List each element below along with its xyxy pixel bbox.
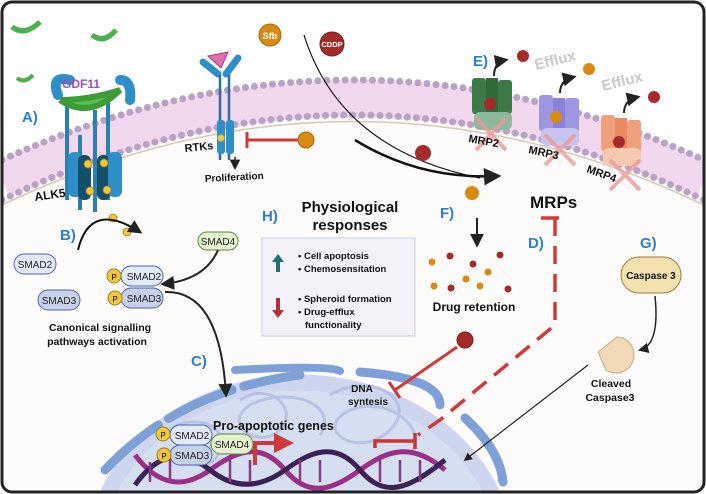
gdf11-label: GDF11 bbox=[62, 77, 100, 91]
nuclear-smad-complex: SMAD2 SMAD3 SMAD4 P P bbox=[155, 424, 254, 466]
panel-label-c: C) bbox=[191, 353, 207, 370]
mrp2-transporter bbox=[472, 54, 512, 152]
effluxed-cddp bbox=[517, 50, 529, 62]
smad4-binding-arrow bbox=[160, 249, 219, 290]
pro-apoptotic-genes-label: Pro-apoptotic genes bbox=[213, 419, 334, 433]
svg-text:SMAD2: SMAD2 bbox=[127, 272, 162, 283]
panel-label-a: A) bbox=[22, 109, 38, 126]
panel-label-d: D) bbox=[528, 235, 544, 252]
mrp2-label: MRP2 bbox=[467, 133, 499, 150]
svg-text:SMAD3: SMAD3 bbox=[175, 451, 210, 462]
physiological-title: Physiological bbox=[302, 199, 399, 216]
cleaved-caspase-label: Caspase3 bbox=[585, 392, 634, 404]
sfb-drug-icon bbox=[258, 23, 282, 47]
dna-synthesis-inhibition bbox=[387, 345, 458, 399]
dna-synthesis-label: syntesis bbox=[348, 397, 388, 408]
sfb-molecule bbox=[465, 186, 479, 200]
svg-text:P: P bbox=[160, 431, 165, 440]
svg-text:P: P bbox=[111, 273, 116, 282]
svg-text:SMAD2: SMAD2 bbox=[175, 431, 210, 442]
panel-label-g: G) bbox=[640, 235, 657, 252]
panel-label-f: F) bbox=[440, 205, 454, 222]
svg-text:Caspase 3: Caspase 3 bbox=[626, 271, 676, 282]
dna-synthesis-label: DNA bbox=[351, 384, 373, 395]
effluxed-sfb bbox=[583, 63, 595, 75]
drug-retention-label: Drug retention bbox=[433, 300, 516, 314]
sfb-molecule bbox=[297, 131, 315, 149]
panel-label-e: E) bbox=[473, 53, 488, 70]
cleaved-caspase-label: Cleaved bbox=[591, 378, 631, 390]
nuclear-translocation-arrow bbox=[164, 290, 233, 398]
caspase3: Caspase 3 bbox=[620, 256, 682, 294]
up-arrow-icon bbox=[272, 254, 284, 272]
drug-entry-arrow bbox=[354, 138, 502, 186]
svg-text:SMAD3: SMAD3 bbox=[127, 294, 162, 305]
svg-text:• Spheroid formation: • Spheroid formation bbox=[298, 294, 392, 305]
drug-entry-line bbox=[303, 34, 481, 179]
cddp-molecule bbox=[456, 331, 474, 349]
panel-label-h: H) bbox=[262, 208, 278, 225]
proliferation-label: Proliferation bbox=[205, 171, 264, 185]
mrp4-transporter bbox=[601, 92, 642, 192]
mrp-inhibition-dashed bbox=[417, 216, 569, 437]
svg-text:SMAD4: SMAD4 bbox=[201, 237, 236, 248]
mrp3-transporter bbox=[539, 72, 579, 167]
cddp-label: CDDP bbox=[321, 40, 342, 49]
down-arrow-icon bbox=[272, 298, 284, 318]
caspase-cleavage-arrow bbox=[637, 295, 657, 354]
mrps-label: MRPs bbox=[530, 193, 577, 212]
svg-text:• Cell apoptosis: • Cell apoptosis bbox=[298, 251, 369, 262]
phosphorylation-arrow bbox=[77, 218, 143, 251]
canonical-label: pathways activation bbox=[47, 336, 147, 348]
physiological-title: responses bbox=[312, 217, 387, 234]
svg-text:• Chemosensitation: • Chemosensitation bbox=[298, 264, 387, 275]
effluxed-cddp bbox=[648, 91, 660, 103]
svg-text:P: P bbox=[112, 295, 117, 304]
panel-label-b: B) bbox=[60, 227, 76, 244]
rtk-label: RTKs bbox=[184, 140, 214, 155]
sfb-label: Sfb bbox=[263, 31, 278, 41]
retained-drugs bbox=[428, 251, 512, 293]
physiological-responses-box: • Cell apoptosis • Chemosensitation • Sp… bbox=[261, 237, 416, 337]
transcription-arrow bbox=[253, 433, 294, 465]
cddp-molecule bbox=[415, 145, 431, 161]
svg-text:functionality: functionality bbox=[305, 320, 362, 331]
canonical-label: Canonical signalling bbox=[49, 322, 151, 334]
smad2-free: SMAD2 bbox=[13, 253, 57, 275]
dna-helix bbox=[132, 433, 447, 491]
smad3-free: SMAD3 bbox=[37, 289, 81, 311]
svg-text:SMAD3: SMAD3 bbox=[42, 296, 77, 307]
phospho-smad-complex: SMAD2 SMAD3 P P bbox=[106, 265, 164, 309]
cleaved-caspase-icon bbox=[597, 336, 635, 374]
svg-text:SMAD4: SMAD4 bbox=[215, 440, 250, 451]
svg-text:SMAD2: SMAD2 bbox=[18, 260, 53, 271]
alk5-receptor bbox=[50, 74, 136, 237]
smad4-free: SMAD4 bbox=[197, 231, 239, 251]
inhibition-rtk bbox=[245, 132, 298, 148]
transcription-blocked bbox=[373, 433, 417, 449]
alk5-label: ALK5 bbox=[33, 186, 66, 204]
cddp-drug-icon bbox=[319, 31, 345, 57]
gdf11-molecules bbox=[10, 20, 118, 83]
svg-text:P: P bbox=[161, 452, 166, 461]
rtk-receptor bbox=[199, 51, 242, 171]
caspase-to-dna-arrow bbox=[463, 364, 589, 462]
svg-text:• Drug-efflux: • Drug-efflux bbox=[298, 307, 355, 318]
